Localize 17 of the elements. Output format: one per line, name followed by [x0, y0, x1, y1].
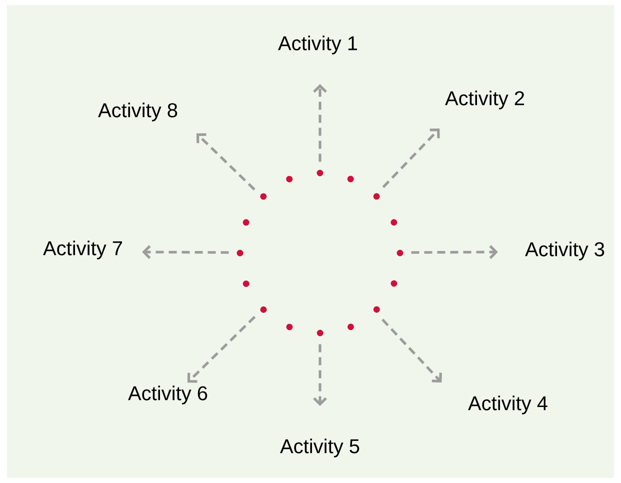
activity-label: Activity 5 [280, 438, 360, 458]
dashed-arrow [411, 245, 498, 259]
activity-label: Activity 2 [445, 90, 524, 110]
dashed-arrow [313, 84, 327, 162]
activity-label: Activity 1 [278, 36, 358, 54]
activity-label: Activity 8 [98, 102, 178, 122]
dashed-arrow [382, 128, 440, 188]
dotted-circle [236, 170, 404, 336]
dashed-arrow [313, 344, 327, 406]
dashed-arrow [187, 316, 256, 383]
activity-label: Activity 3 [525, 242, 604, 260]
dashed-arrow [142, 245, 229, 259]
dashed-arrow [196, 133, 256, 190]
dashed-arrow [382, 318, 442, 383]
activity-label: Activity 7 [43, 240, 122, 260]
activity-label: Activity 4 [468, 396, 548, 414]
activity-label: Activity 6 [128, 386, 208, 404]
